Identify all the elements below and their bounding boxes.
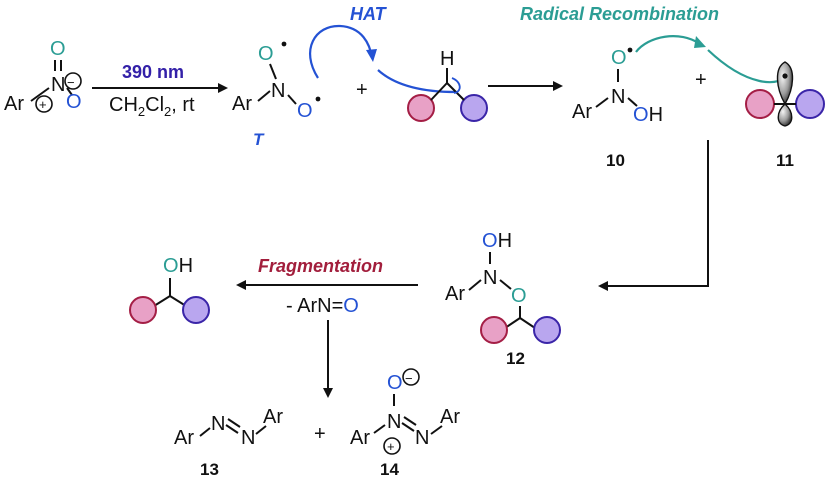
atom-n: N [211, 413, 225, 435]
atom-o-radical: O [611, 47, 627, 69]
pink-sphere [129, 296, 157, 324]
lilac-sphere [460, 94, 488, 122]
radical-dot [315, 96, 321, 102]
atom-n: N [271, 80, 285, 102]
step3-arrow [598, 140, 709, 291]
compound-12: OH N Ar O 12 [445, 230, 561, 368]
triplet-diradical: Ar N O O T [232, 41, 321, 149]
atom-n: N [611, 86, 625, 108]
svg-text:+: + [387, 439, 395, 454]
svg-text:−: − [67, 75, 75, 90]
atom-o-radical: O [258, 43, 274, 65]
label-triplet: T [253, 130, 265, 149]
p-orbital-lobe [777, 103, 793, 127]
lilac-sphere [795, 89, 825, 119]
label-hat: HAT [350, 4, 388, 24]
atom-ar: Ar [440, 406, 460, 428]
pink-sphere [745, 89, 775, 119]
radical-dot [627, 47, 633, 53]
atom-h: H [440, 48, 454, 70]
radical-dot [782, 73, 788, 79]
atom-ar: Ar [445, 283, 465, 305]
compound-10: O N Ar OH 10 [572, 47, 663, 170]
plus-sign: + [356, 79, 368, 101]
condition-solvent: CH2Cl2, rt [109, 94, 195, 119]
hat-curved-arrow [308, 24, 374, 79]
atom-o: O [511, 285, 527, 307]
lilac-sphere [182, 296, 210, 324]
label-radical-recombination: Radical Recombination [520, 4, 719, 24]
atom-ar: Ar [263, 406, 283, 428]
ch-substrate: H [407, 48, 488, 122]
atom-n: N [51, 74, 65, 96]
fragmentation-arrow: Fragmentation - ArN=O [236, 256, 418, 398]
lilac-sphere [533, 316, 561, 344]
atom-n: N [241, 427, 255, 449]
atom-o-bottom: O [66, 91, 82, 113]
label-compound-11: 11 [776, 151, 794, 170]
p-orbital-lobe [776, 61, 794, 106]
atom-n-oxide: N [387, 411, 401, 433]
label-fragmentation: Fragmentation [258, 256, 383, 276]
minus-charge: − [402, 368, 420, 386]
atom-oh: OH [163, 255, 193, 277]
pink-sphere [407, 94, 435, 122]
atom-o-oxide: O [387, 372, 403, 394]
compound-11-radical: 11 [745, 61, 825, 170]
label-compound-14: 14 [380, 460, 399, 479]
step2-arrow [488, 81, 563, 91]
nitroarene: Ar N O O − + [4, 38, 82, 115]
plus-charge: + [35, 95, 53, 113]
atom-o-top: O [50, 38, 66, 60]
pink-sphere [480, 316, 508, 344]
plus-sign: + [695, 69, 707, 91]
compound-14-azoxybenzene: O − N + Ar N Ar 14 [350, 368, 460, 479]
atom-ar: Ar [350, 427, 370, 449]
alcohol-product: OH [129, 255, 210, 324]
compound-13-azobenzene: Ar N N Ar 13 [174, 406, 283, 479]
recombination-arrowhead [694, 36, 706, 48]
label-compound-12: 12 [506, 349, 525, 368]
byproduct-nitrosoarene: - ArN=O [286, 295, 359, 317]
atom-ar: Ar [572, 101, 592, 123]
hat-arrowhead [366, 49, 377, 62]
plus-sign: + [314, 423, 326, 445]
label-compound-13: 13 [200, 460, 219, 479]
atom-n: N [415, 427, 429, 449]
atom-ar: Ar [4, 93, 24, 115]
atom-oh: OH [633, 104, 663, 126]
svg-text:+: + [39, 97, 47, 112]
label-compound-10: 10 [606, 151, 625, 170]
plus-charge: + [383, 437, 401, 455]
atom-o-radical: O [297, 100, 313, 122]
atom-ar: Ar [232, 93, 252, 115]
svg-text:−: − [405, 371, 413, 386]
radical-dot [281, 41, 287, 47]
atom-oh: OH [482, 230, 512, 252]
atom-n: N [483, 267, 497, 289]
condition-wavelength: 390 nm [122, 62, 184, 82]
hat-curved-arrow [377, 69, 457, 94]
recombination-curved-arrow [635, 35, 701, 53]
step1-arrow: 390 nm CH2Cl2, rt [92, 62, 228, 119]
minus-charge: − [64, 72, 82, 90]
bond-cleavage-arrow [451, 77, 461, 94]
atom-ar: Ar [174, 427, 194, 449]
